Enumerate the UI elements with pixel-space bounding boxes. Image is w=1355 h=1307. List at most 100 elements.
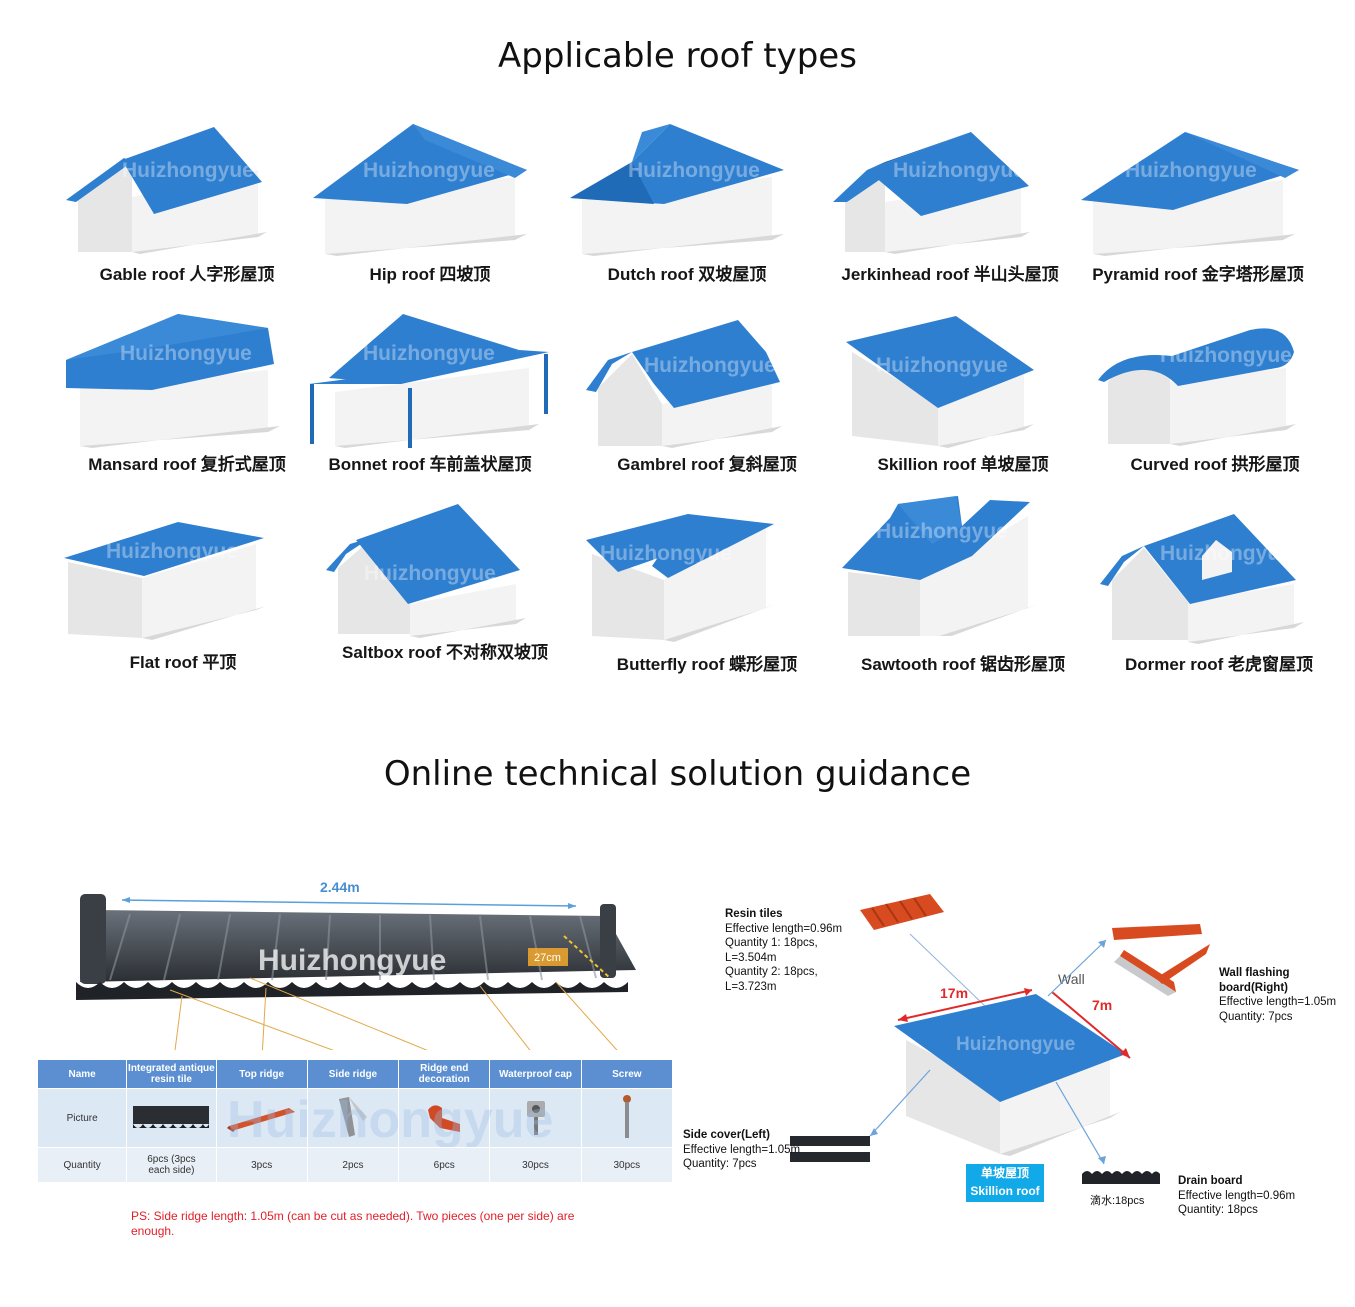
svg-text:Huizhongyue: Huizhongyue xyxy=(1160,344,1292,367)
skillion-solution-diagram: Huizhongyue 17m 7m Wall xyxy=(860,894,1131,1165)
skillion-roof-shape xyxy=(894,994,1126,1102)
svg-text:Huizhongyue: Huizhongyue xyxy=(956,1034,1075,1055)
badge-cn: 单坡屋顶 xyxy=(980,1166,1029,1180)
table-header: Integrated antique resin tile xyxy=(126,1059,217,1089)
curved-roof-illustration: Huizhongyue xyxy=(1098,328,1296,446)
quantity-cell: 3pcs xyxy=(215,1147,308,1183)
svg-text:Huizhongyue: Huizhongyue xyxy=(628,159,760,182)
info-line: Effective length=1.05m xyxy=(1219,996,1337,1008)
roof-label: Bonnet roof 车前盖状屋顶 xyxy=(328,455,532,474)
tile-length-label: 2.44m xyxy=(320,879,360,895)
roof-card-curved: Huizhongyue Curved roof 拱形屋顶 xyxy=(1090,312,1340,502)
resin-tile-illustration: 2.44m 27cm Huizhongyue xyxy=(76,879,636,1050)
roof-card-pyramid: Huizhongyue Pyramid roof 金字塔形屋顶 xyxy=(1073,122,1323,312)
drip-label: 滴水:18pcs xyxy=(1090,1195,1145,1207)
side-ridge-note: PS: Side ridge length: 1.05m (can be cut… xyxy=(131,1209,575,1238)
roof-card-bonnet: Huizhongyue Bonnet roof 车前盖状屋顶 xyxy=(305,312,555,502)
svg-text:Huizhongyue: Huizhongyue xyxy=(106,540,238,563)
roof-label: Dormer roof 老虎窗屋顶 xyxy=(1125,655,1313,674)
sawtooth-roof-illustration: Huizhongyue xyxy=(842,496,1038,636)
resin-tiles-info: Resin tiles Effective length=0.96m Quant… xyxy=(725,907,842,994)
drain-board-info: Drain board Effective length=0.96m Quant… xyxy=(1178,1174,1295,1218)
info-line: Effective length=0.96m xyxy=(1178,1189,1296,1202)
svg-text:Huizhongyue: Huizhongyue xyxy=(363,342,495,365)
info-line: Effective length=0.96m xyxy=(725,922,843,935)
roof-card-hip: Huizhongyue Hip roof 四坡顶 xyxy=(305,122,555,312)
drain-board-part xyxy=(1082,1171,1160,1184)
roof-label: Pyramid roof 金字塔形屋顶 xyxy=(1092,265,1304,284)
info-line: Quantity: 18pcs xyxy=(1178,1204,1258,1216)
info-line: Quantity: 7pcs xyxy=(1219,1010,1293,1023)
quantity-cell: 6pcs (3pcs each side) xyxy=(126,1147,217,1183)
roof-label: Curved roof 拱形屋顶 xyxy=(1130,455,1300,474)
table-row: Picture xyxy=(36,1088,674,1148)
svg-text:Huizhongyue: Huizhongyue xyxy=(120,342,252,365)
info-line: Quantity 1: 18pcs, xyxy=(725,937,818,949)
svg-text:Huizhongyue: Huizhongyue xyxy=(876,520,1008,543)
gambrel-roof-illustration: Huizhongyue xyxy=(586,320,782,448)
info-title: Drain board xyxy=(1178,1175,1243,1187)
info-title: board(Right) xyxy=(1219,981,1288,994)
svg-text:Huizhongyue: Huizhongyue xyxy=(1160,542,1292,565)
quantity-cell: 30pcs xyxy=(489,1147,582,1183)
saltbox-roof-illustration: Huizhongyue xyxy=(326,504,526,638)
roof-card-saltbox: Huizhongyue Saltbox roof 不对称双坡顶 xyxy=(320,500,570,690)
svg-text:Huizhongyue: Huizhongyue xyxy=(363,159,495,182)
roof-card-mansard: Huizhongyue Mansard roof 复折式屋顶 xyxy=(62,312,312,502)
roof-label: Gambrel roof 复斜屋顶 xyxy=(617,455,797,474)
mansard-roof-illustration: Huizhongyue xyxy=(66,314,280,448)
dutch-roof-illustration: Huizhongyue xyxy=(570,124,784,256)
info-line: Quantity: 7pcs xyxy=(683,1158,757,1170)
roof-label: Dutch roof 双坡屋顶 xyxy=(607,265,767,284)
table-header-row: Name Integrated antique resin tile Top r… xyxy=(36,1059,674,1089)
info-line: L=3.504m xyxy=(725,951,777,964)
side-cover-info: Side cover(Left) Effective length=1.05m … xyxy=(683,1128,800,1172)
resin-tile-thumb xyxy=(126,1088,217,1148)
badge-en: Skillion roof xyxy=(970,1184,1040,1198)
svg-text:Huizhongyue: Huizhongyue xyxy=(1125,159,1257,182)
hip-roof-illustration: Huizhongyue xyxy=(313,124,527,256)
roof-card-gambrel: Huizhongyue Gambrel roof 复斜屋顶 xyxy=(582,312,832,502)
roof-label: Gable roof 人字形屋顶 xyxy=(99,265,275,284)
svg-text:Huizhongyue: Huizhongyue xyxy=(893,159,1025,182)
roof-card-dormer: Huizhongyue Dormer roof 老虎窗屋顶 xyxy=(1094,506,1344,696)
skillion-badge: 单坡屋顶 Skillion roof xyxy=(966,1164,1044,1202)
table-header: Name xyxy=(36,1059,128,1089)
table-header: Side ridge xyxy=(306,1059,400,1089)
quantity-cell: 2pcs xyxy=(306,1147,400,1183)
quantity-cell: 6pcs xyxy=(398,1147,491,1183)
side-ridge-thumb xyxy=(306,1088,400,1148)
ridge-end-decoration-thumb xyxy=(398,1088,491,1148)
top-ridge-thumb xyxy=(215,1088,308,1148)
tile-width-label: 27cm xyxy=(534,952,561,964)
guidance-title: Online technical solution guidance xyxy=(383,754,972,794)
table-row: Quantity 6pcs (3pcs each side) 3pcs 2pcs… xyxy=(36,1147,674,1183)
roof-card-sawtooth: Huizhongyue Sawtooth roof 锯齿形屋顶 xyxy=(838,496,1088,686)
info-line: Quantity 2: 18pcs, xyxy=(725,966,818,978)
roof-card-flat: Huizhongyue Flat roof 平顶 xyxy=(58,510,308,700)
roof-label: Skillion roof 单坡屋顶 xyxy=(877,455,1049,474)
parts-table: Name Integrated antique resin tile Top r… xyxy=(36,1059,674,1183)
roof-label: Saltbox roof 不对称双坡顶 xyxy=(342,643,548,662)
info-title: Wall flashing xyxy=(1219,967,1290,979)
svg-text:Huizhongyue: Huizhongyue xyxy=(122,159,254,182)
roof-label: Butterfly roof 蝶形屋顶 xyxy=(616,655,798,674)
quantity-cell: 30pcs xyxy=(580,1147,674,1183)
roof-label: Mansard roof 复折式屋顶 xyxy=(88,455,286,474)
screw-thumb xyxy=(580,1088,674,1148)
table-header: Top ridge xyxy=(215,1059,308,1089)
roof-card-dutch: Huizhongyue Dutch roof 双坡屋顶 xyxy=(562,122,812,312)
roof-card-gable: Huizhongyue Gable roof 人字形屋顶 xyxy=(62,122,312,312)
roof-label: Flat roof 平顶 xyxy=(129,653,237,672)
roof-label: Hip roof 四坡顶 xyxy=(369,265,491,284)
svg-text:Huizhongyue: Huizhongyue xyxy=(364,562,496,585)
wall-label: Wall xyxy=(1058,971,1085,987)
dormer-roof-illustration: Huizhongyue xyxy=(1100,514,1304,644)
roof-types-title: Applicable roof types xyxy=(498,36,857,76)
resin-tile-part xyxy=(860,894,944,930)
dim-width-label: 7m xyxy=(1092,997,1112,1013)
info-line: Effective length=1.05m xyxy=(683,1143,801,1156)
waterproof-cap-thumb xyxy=(489,1088,582,1148)
table-header: Screw xyxy=(580,1059,674,1089)
length-dimension-line xyxy=(121,899,577,907)
